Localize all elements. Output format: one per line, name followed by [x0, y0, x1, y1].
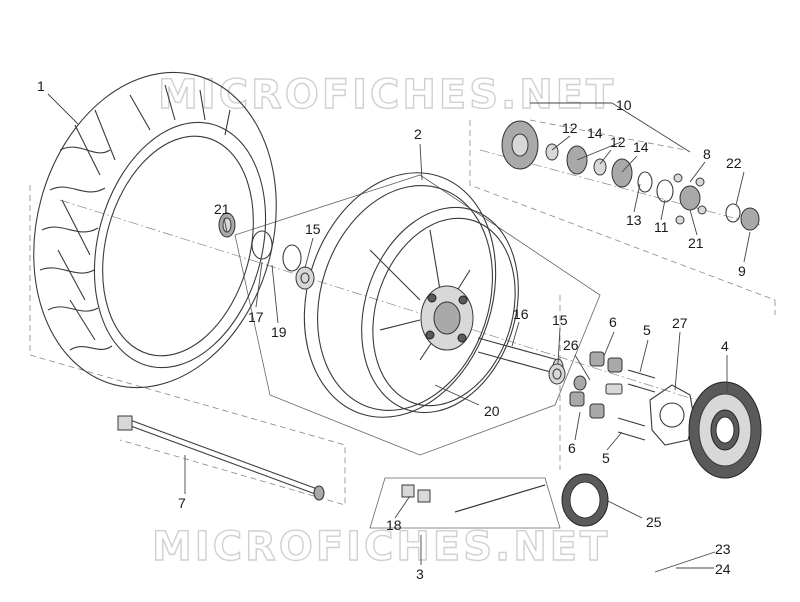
- wheel-frame: [234, 174, 601, 456]
- callout-25: 25: [646, 514, 662, 530]
- callout-7: 7: [178, 495, 186, 511]
- hub-assembly-boundary: [469, 120, 776, 301]
- right-bearings: [548, 363, 587, 391]
- leader-lines: [47, 93, 751, 573]
- tyre-assembly-boundary: [29, 185, 346, 506]
- callout-18: 18: [386, 517, 402, 533]
- chain-kit: [369, 477, 561, 529]
- callout-22: 22: [726, 155, 742, 171]
- callout-15-left: 15: [305, 221, 321, 237]
- callout-21-right: 21: [688, 235, 704, 251]
- callout-17: 17: [248, 309, 264, 325]
- callout-4: 4: [721, 338, 729, 354]
- sprocket-carrier: [649, 384, 695, 446]
- callout-14-right: 14: [633, 139, 649, 155]
- callout-26: 26: [563, 337, 579, 353]
- callout-10: 10: [616, 97, 632, 113]
- callout-5-upper: 5: [643, 322, 651, 338]
- callout-23: 23: [715, 541, 731, 557]
- callout-1: 1: [37, 78, 45, 94]
- abs-tone-ring: [561, 473, 609, 527]
- callout-12-right: 12: [610, 134, 626, 150]
- watermark-bottom: MICROFICHES.NET: [152, 524, 610, 570]
- callout-20: 20: [484, 403, 500, 419]
- callout-9: 9: [738, 263, 746, 279]
- callout-27: 27: [672, 315, 688, 331]
- callout-5-lower: 5: [602, 450, 610, 466]
- callout-16: 16: [513, 306, 529, 322]
- rear-sprocket: [688, 381, 762, 479]
- callout-13: 13: [626, 212, 642, 228]
- hub-axis-line: [479, 149, 761, 226]
- wheel-rim: [303, 172, 519, 418]
- callout-14-left: 14: [587, 125, 603, 141]
- rear-axle: [117, 415, 325, 501]
- cush-drive: [569, 351, 656, 441]
- callout-19: 19: [271, 324, 287, 340]
- callout-15-right: 15: [552, 312, 568, 328]
- callout-11: 11: [654, 219, 669, 235]
- tyre: [33, 71, 277, 389]
- callout-6-upper: 6: [609, 314, 617, 330]
- callout-3: 3: [416, 566, 424, 582]
- wheel-axis-line: [59, 199, 761, 421]
- callout-8: 8: [703, 146, 711, 162]
- callout-21-left: 21: [214, 201, 230, 217]
- callout-2: 2: [414, 126, 422, 142]
- callout-24: 24: [715, 561, 731, 577]
- callout-6-lower: 6: [568, 440, 576, 456]
- callout-12-left: 12: [562, 120, 578, 136]
- watermark-top: MICROFICHES.NET: [158, 72, 616, 118]
